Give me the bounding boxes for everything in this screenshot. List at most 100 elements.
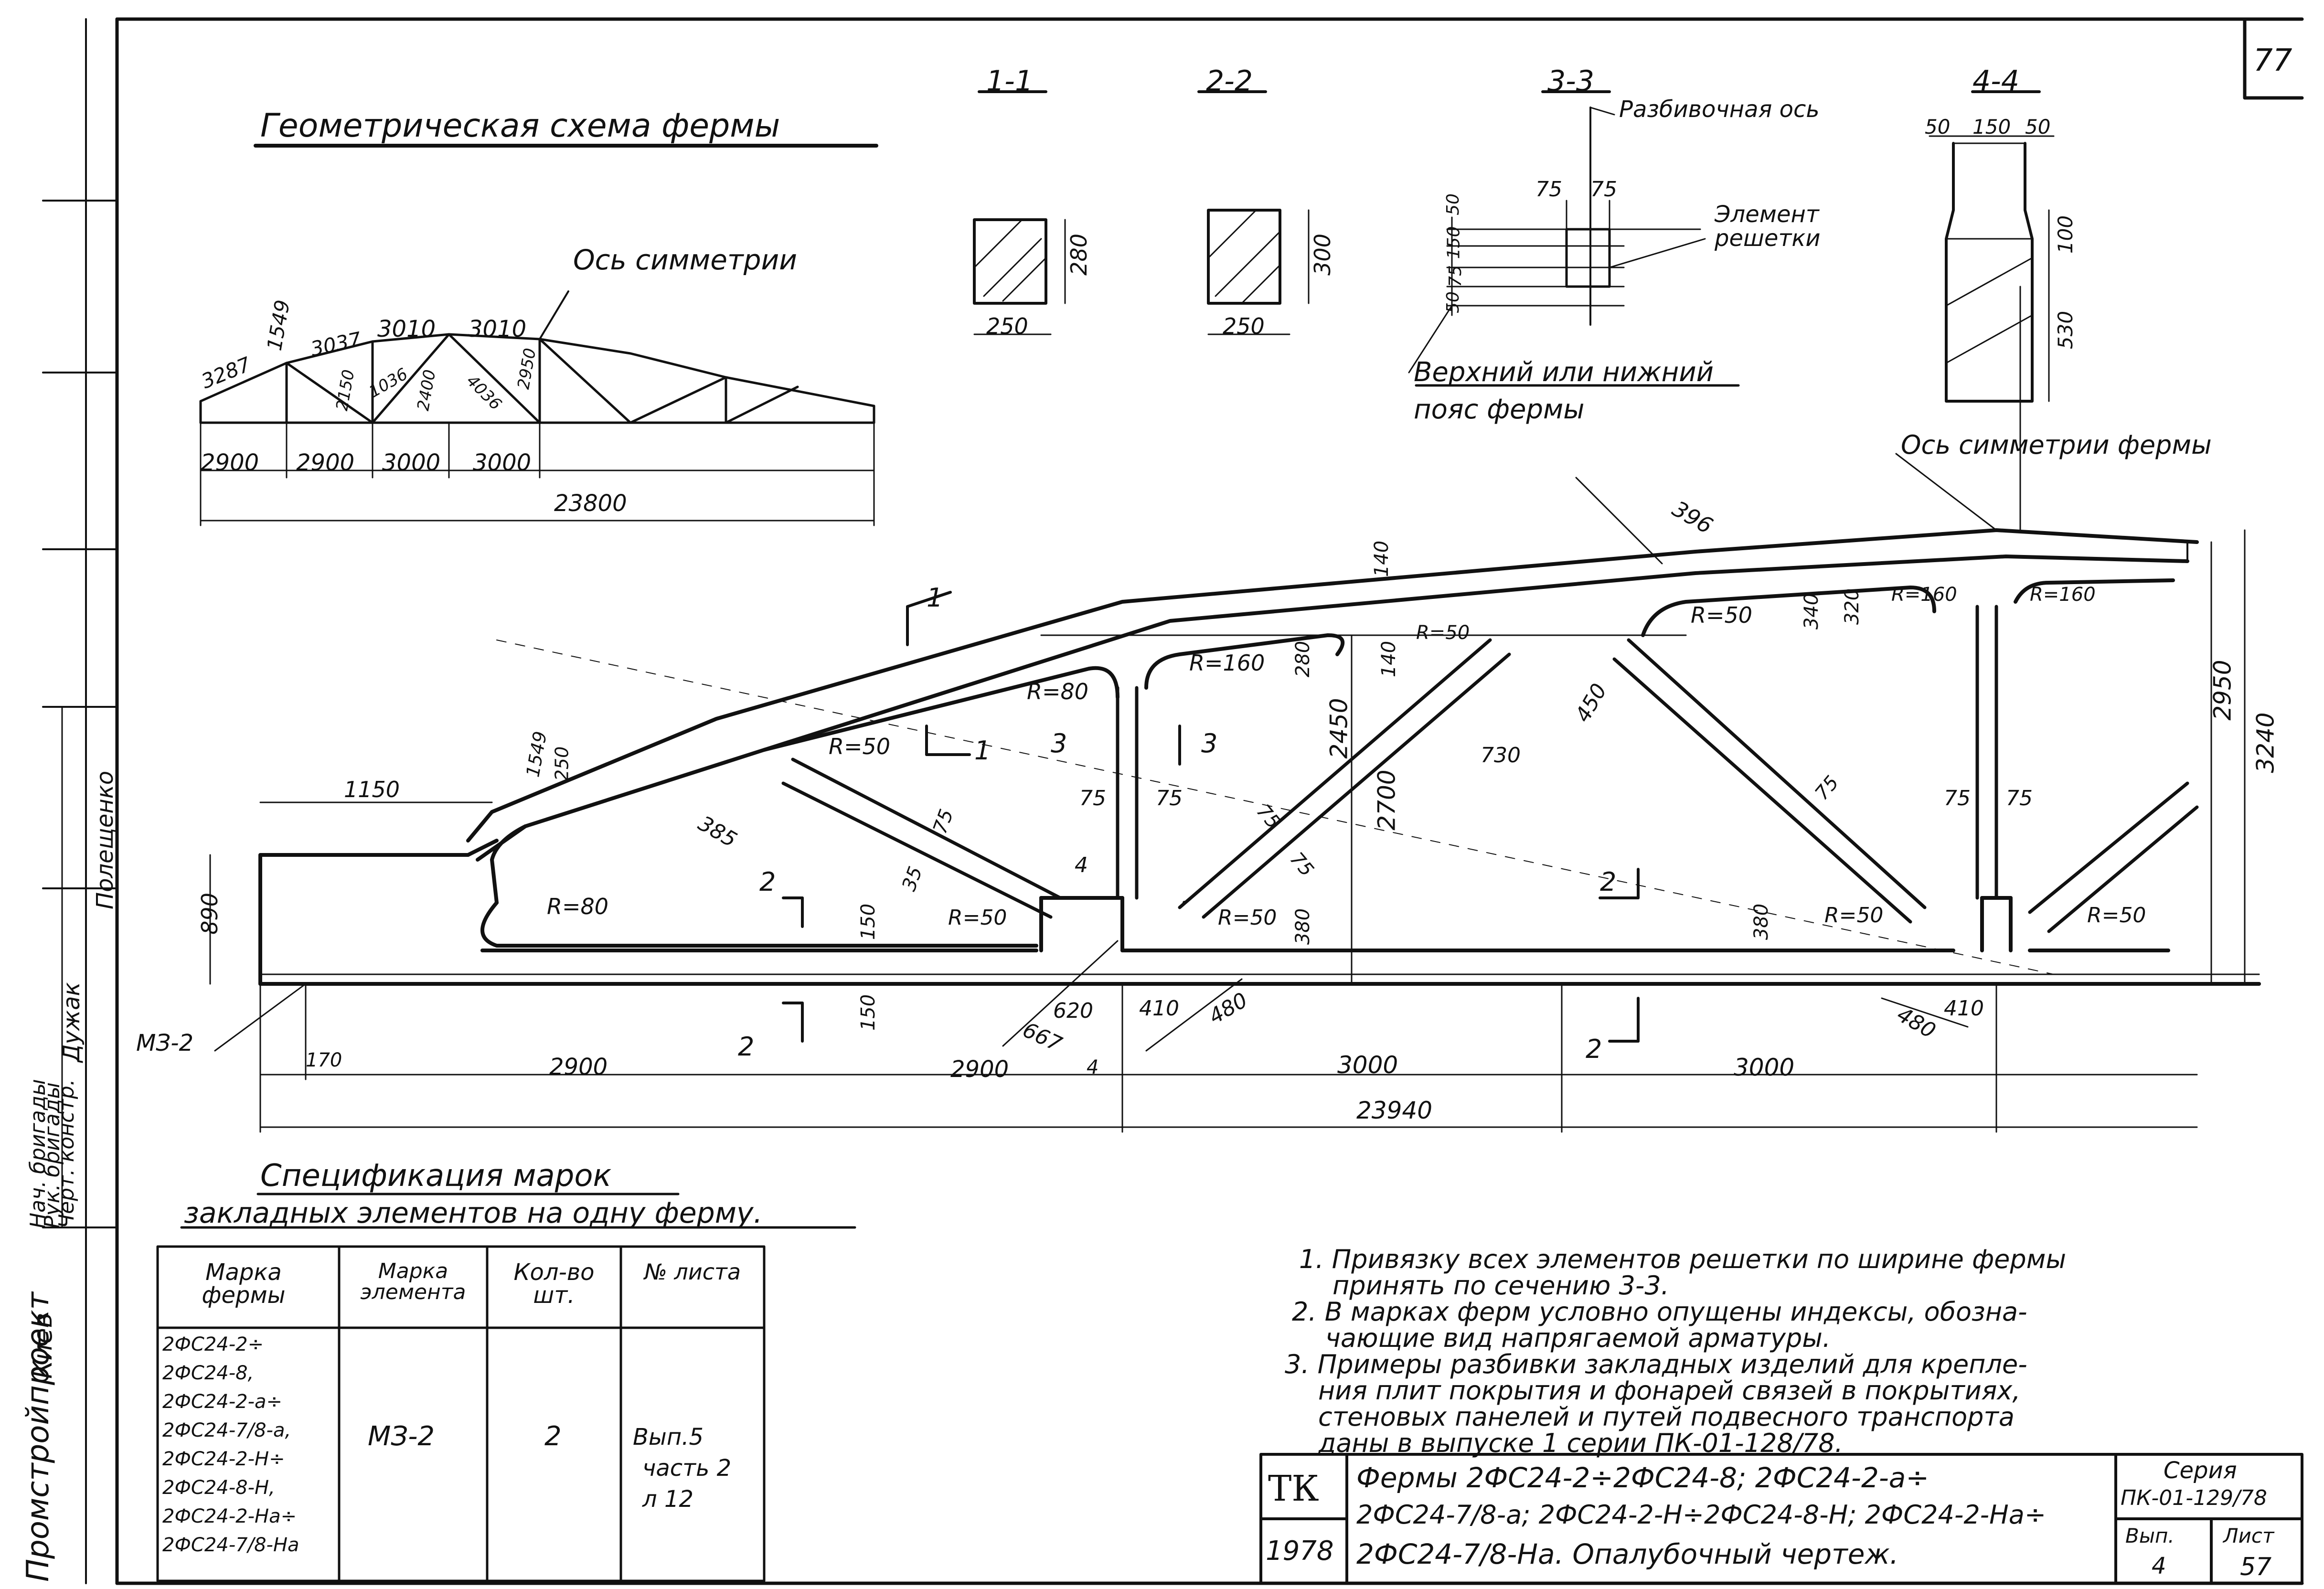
section-4-4: [1929, 90, 2055, 403]
embedded-mark: МЗ-2: [136, 1030, 194, 1056]
dim-2450: 2450: [1325, 698, 1353, 759]
section-3-belt-1: Верхний или нижний: [1414, 357, 1714, 388]
spec-sheet-1: Вып.5: [633, 1424, 704, 1450]
section-mark-2b: 2: [738, 1032, 755, 1062]
dim-320: 320: [1841, 588, 1864, 625]
geometry-symmetry-axis: Ось симметрии: [573, 244, 797, 276]
spec-title-2: закладных элементов на одну ферму.: [184, 1196, 763, 1230]
geo-total: 23800: [554, 490, 627, 517]
section-3-axis: Разбивочная ось: [1619, 96, 1820, 123]
section-2-2: [1197, 90, 1310, 335]
dim-380a: 380: [1292, 908, 1314, 945]
section-mark-2a: 2: [759, 867, 776, 897]
radius-12: R=50: [2087, 903, 2146, 928]
section-4-d1: 50: [1925, 115, 1951, 139]
title-year: 1978: [1266, 1536, 1334, 1567]
radius-1: R=80: [547, 894, 609, 919]
section-marks: [782, 591, 1640, 1043]
section-mark-3b: 3: [1201, 728, 1218, 758]
dim-4a: 4: [1075, 853, 1088, 877]
radius-5: R=160: [1891, 584, 1957, 606]
title-sheet: 57: [2240, 1553, 2272, 1581]
dim-3000a: 3000: [1337, 1051, 1398, 1079]
spec-truss-2: 2ФС24-8,: [162, 1362, 254, 1384]
geometry-scheme: [199, 290, 875, 526]
section-3-dim-75: 75: [1445, 265, 1465, 287]
section-4-d3: 50: [2025, 115, 2051, 139]
spec-truss-4: 2ФС24-7/8-а,: [162, 1419, 291, 1441]
dim-23940: 23940: [1356, 1097, 1433, 1124]
section-3-element-1: Элемент: [1715, 201, 1819, 228]
geo-bottom-3: 3000: [382, 449, 441, 476]
section-1-title: 1-1: [986, 64, 1033, 98]
title-issue-label: Вып.: [2125, 1524, 2175, 1547]
spec-title-1: Спецификация марок: [260, 1158, 612, 1194]
section-1-width: 250: [986, 313, 1028, 339]
section-3-dim-50b: 50: [1443, 291, 1463, 313]
dim-3240: 3240: [2251, 712, 2280, 773]
radius-4: R=50: [1416, 622, 1470, 644]
strip-name2: Полещенко: [92, 770, 118, 909]
spec-header-1: Марка фермы: [202, 1259, 286, 1309]
dim-280: 280: [1292, 640, 1314, 678]
section-1-1: [973, 90, 1066, 335]
section-3-dim-50a: 50: [1443, 193, 1463, 215]
spec-truss-1: 2ФС24-2÷: [162, 1333, 264, 1355]
geo-bottom-4: 3000: [473, 449, 532, 476]
section-3-dim-75a: 75: [1535, 177, 1562, 202]
title-series: ПК-01-129/78: [2121, 1486, 2267, 1510]
section-3-belt-2: пояс фермы: [1414, 394, 1585, 425]
strip-name1: Дужак: [58, 982, 85, 1062]
page-number: 77: [2253, 43, 2292, 78]
note-3: 3. Примеры разбивки закладных изделий дл…: [1285, 1349, 2027, 1379]
dim-1150: 1150: [344, 777, 400, 802]
note-1b: принять по сечению 3-3.: [1333, 1270, 1669, 1301]
radius-8: R=50: [1691, 602, 1753, 628]
spec-truss-5: 2ФС24-2-Н÷: [162, 1448, 285, 1470]
dim-170: 170: [306, 1049, 342, 1071]
spec-truss-8: 2ФС24-7/8-На: [162, 1534, 299, 1556]
section-1-height: 280: [1066, 234, 1092, 276]
radius-2: R=50: [829, 734, 891, 759]
spec-sheet-2: часть 2: [642, 1455, 732, 1482]
title-line-1: Фермы 2ФС24-2÷2ФС24-8; 2ФС24-2-а÷: [1356, 1461, 1929, 1494]
strip-city: Киев: [28, 1312, 58, 1379]
section-3-3: [1408, 90, 1740, 387]
title-line-3: 2ФС24-7/8-На. Опалубочный чертеж.: [1356, 1538, 1899, 1570]
section-mark-1b: 1: [974, 736, 991, 766]
section-3-element-2: решетки: [1715, 225, 1821, 252]
dim-4b: 4: [1087, 1056, 1099, 1078]
dim-890: 890: [196, 893, 223, 935]
radius-9: R=50: [948, 906, 1007, 930]
note-3d: даны в выпуске 1 серии ПК-01-128/78.: [1318, 1428, 1843, 1458]
dim-620: 620: [1053, 999, 1093, 1023]
section-mark-1a: 1: [927, 583, 943, 613]
dim-410b: 410: [1944, 996, 1984, 1021]
geo-bottom-1: 2900: [201, 449, 259, 476]
section-3-dim-150: 150: [1444, 226, 1464, 259]
strip-role3: Черт. констр.: [54, 1079, 79, 1228]
section-3-dim-75b: 75: [1590, 177, 1617, 202]
note-1: 1. Привязку всех элементов решетки по ши…: [1299, 1244, 2066, 1274]
section-mark-3a: 3: [1051, 728, 1067, 758]
section-2-title: 2-2: [1206, 64, 1253, 98]
dim-75c: 75: [1156, 786, 1183, 810]
dim-2900b: 2900: [950, 1056, 1009, 1083]
elevation-dimensions: [209, 286, 2246, 1133]
note-2b: чающие вид напрягаемой арматуры.: [1325, 1323, 1831, 1353]
geo-bottom-2: 2900: [296, 449, 355, 476]
title-issue: 4: [2152, 1553, 2166, 1579]
geo-panel-5: 3010: [468, 316, 527, 342]
title-block: [1259, 1453, 2303, 1585]
dim-75b: 75: [1079, 786, 1106, 810]
radius-3: R=160: [1189, 650, 1265, 676]
dim-3000b: 3000: [1734, 1054, 1795, 1081]
title-sheet-label: Лист: [2223, 1524, 2274, 1547]
spec-truss-7: 2ФС24-2-На÷: [162, 1505, 297, 1527]
dim-2950: 2950: [2208, 660, 2237, 721]
dim-140a: 140: [1378, 640, 1400, 678]
dim-150a: 150: [857, 903, 880, 940]
section-4-title: 4-4: [1972, 64, 2019, 98]
radius-6: R=160: [2030, 584, 2096, 606]
